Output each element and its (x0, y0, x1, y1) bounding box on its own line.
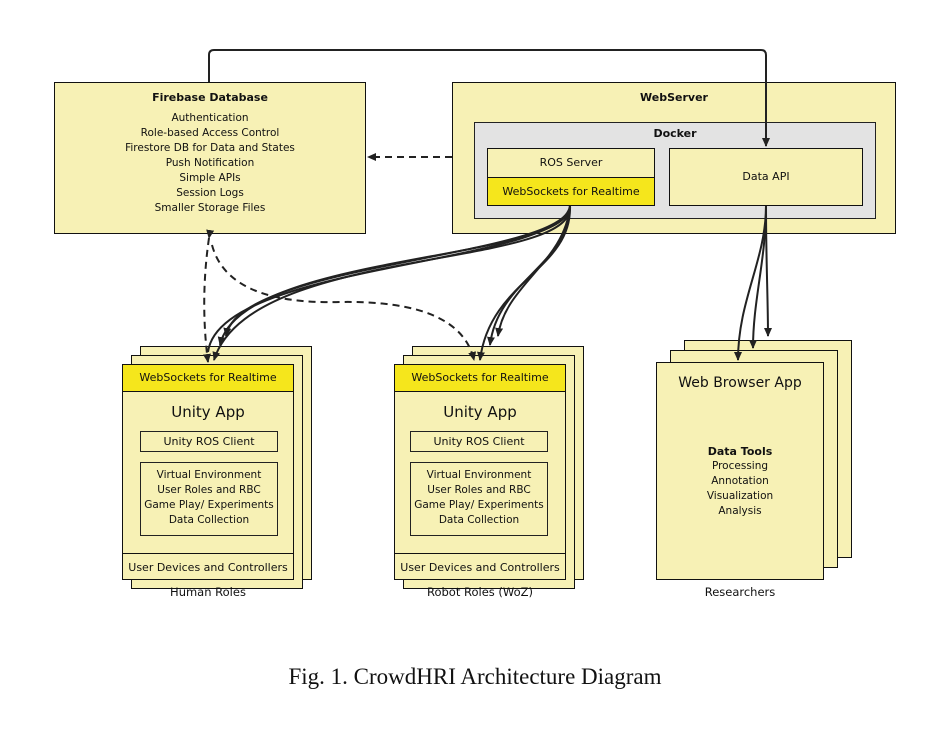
human-websockets-bar: WebSockets for Realtime (122, 364, 294, 392)
researchers-label: Researchers (704, 585, 776, 599)
browser-app-title: Web Browser App (678, 375, 802, 391)
firebase-feature: Firestore DB for Data and States (125, 142, 295, 154)
data-tools-list: Processing Annotation Visualization Anal… (657, 459, 823, 519)
firebase-feature: Role-based Access Control (140, 127, 280, 139)
firebase-feature: Authentication (171, 112, 249, 124)
robot-feature: Virtual Environment (426, 469, 532, 481)
human-feature: User Roles and RBC (157, 484, 261, 496)
robot-features-box: Virtual Environment User Roles and RBC G… (410, 462, 548, 536)
human-ros-client-label: Unity ROS Client (163, 435, 255, 448)
browser-app-card: Web Browser App Data Tools Processing An… (656, 362, 824, 580)
robot-feature: User Roles and RBC (427, 484, 531, 496)
firebase-database-box: Firebase Database Authentication Role-ba… (54, 82, 366, 234)
firebase-title: Firebase Database (152, 91, 268, 104)
figure-caption: Fig. 1. CrowdHRI Architecture Diagram (288, 664, 662, 689)
realtime-to-human-arrow (217, 205, 571, 346)
docker-title: Docker (653, 127, 697, 140)
human-feature: Data Collection (168, 514, 250, 526)
human-footer-divider (123, 553, 293, 554)
data-tool-item: Annotation (711, 475, 769, 487)
data-api-to-browser-arrow (734, 205, 767, 361)
webserver-title: WebServer (640, 91, 708, 104)
robot-roles-label: Robot Roles (WoZ) (426, 585, 534, 599)
realtime-to-human-arrow (212, 205, 572, 361)
human-footer-label: User Devices and Controllers (128, 561, 288, 574)
robot-unity-app-title: Unity App (443, 403, 517, 421)
robot-ros-client-box: Unity ROS Client (410, 431, 548, 452)
server-websockets-label: WebSockets for Realtime (502, 185, 640, 198)
human-roles-label: Human Roles (170, 585, 246, 599)
human-feature: Virtual Environment (156, 469, 262, 481)
firebase-feature: Session Logs (176, 187, 244, 199)
data-tools-title: Data Tools (707, 445, 773, 458)
ros-server-label: ROS Server (539, 156, 603, 169)
human-ros-client-box: Unity ROS Client (140, 431, 278, 452)
firebase-feature: Push Notification (165, 157, 255, 169)
robot-feature: Game Play/ Experiments (414, 499, 544, 511)
robot-feature: Data Collection (438, 514, 520, 526)
robot-footer-label: User Devices and Controllers (400, 561, 560, 574)
data-api-label: Data API (742, 170, 790, 183)
firebase-to-data-api-arrow (208, 49, 770, 147)
data-tool-item: Processing (711, 460, 769, 472)
realtime-to-human-arrow (223, 205, 571, 337)
robot-websockets-bar: WebSockets for Realtime (394, 364, 566, 392)
realtime-to-human-arrow (207, 205, 571, 353)
server-websockets-box: WebSockets for Realtime (487, 177, 655, 206)
data-tool-item: Visualization (706, 490, 774, 502)
robot-footer-divider (395, 553, 565, 554)
human-feature: Game Play/ Experiments (144, 499, 274, 511)
firebase-human-dashed-link (203, 229, 215, 363)
human-websockets-label: WebSockets for Realtime (139, 371, 277, 384)
firebase-robot-dashed-link (211, 244, 477, 361)
data-api-box: Data API (669, 148, 863, 206)
human-features-box: Virtual Environment User Roles and RBC G… (140, 462, 278, 536)
firebase-features: Authentication Role-based Access Control… (55, 111, 365, 216)
human-unity-app-title: Unity App (171, 403, 245, 421)
firebase-feature: Smaller Storage Files (154, 202, 266, 214)
firebase-feature: Simple APIs (179, 172, 241, 184)
realtime-to-robot-arrow (495, 205, 571, 337)
robot-websockets-label: WebSockets for Realtime (411, 371, 549, 384)
robot-ros-client-label: Unity ROS Client (433, 435, 525, 448)
data-api-to-browser-arrow (763, 205, 772, 337)
robot-unity-app-card: WebSockets for Realtime Unity App Unity … (394, 364, 566, 580)
human-unity-app-card: WebSockets for Realtime Unity App Unity … (122, 364, 294, 580)
data-tool-item: Analysis (718, 505, 762, 517)
